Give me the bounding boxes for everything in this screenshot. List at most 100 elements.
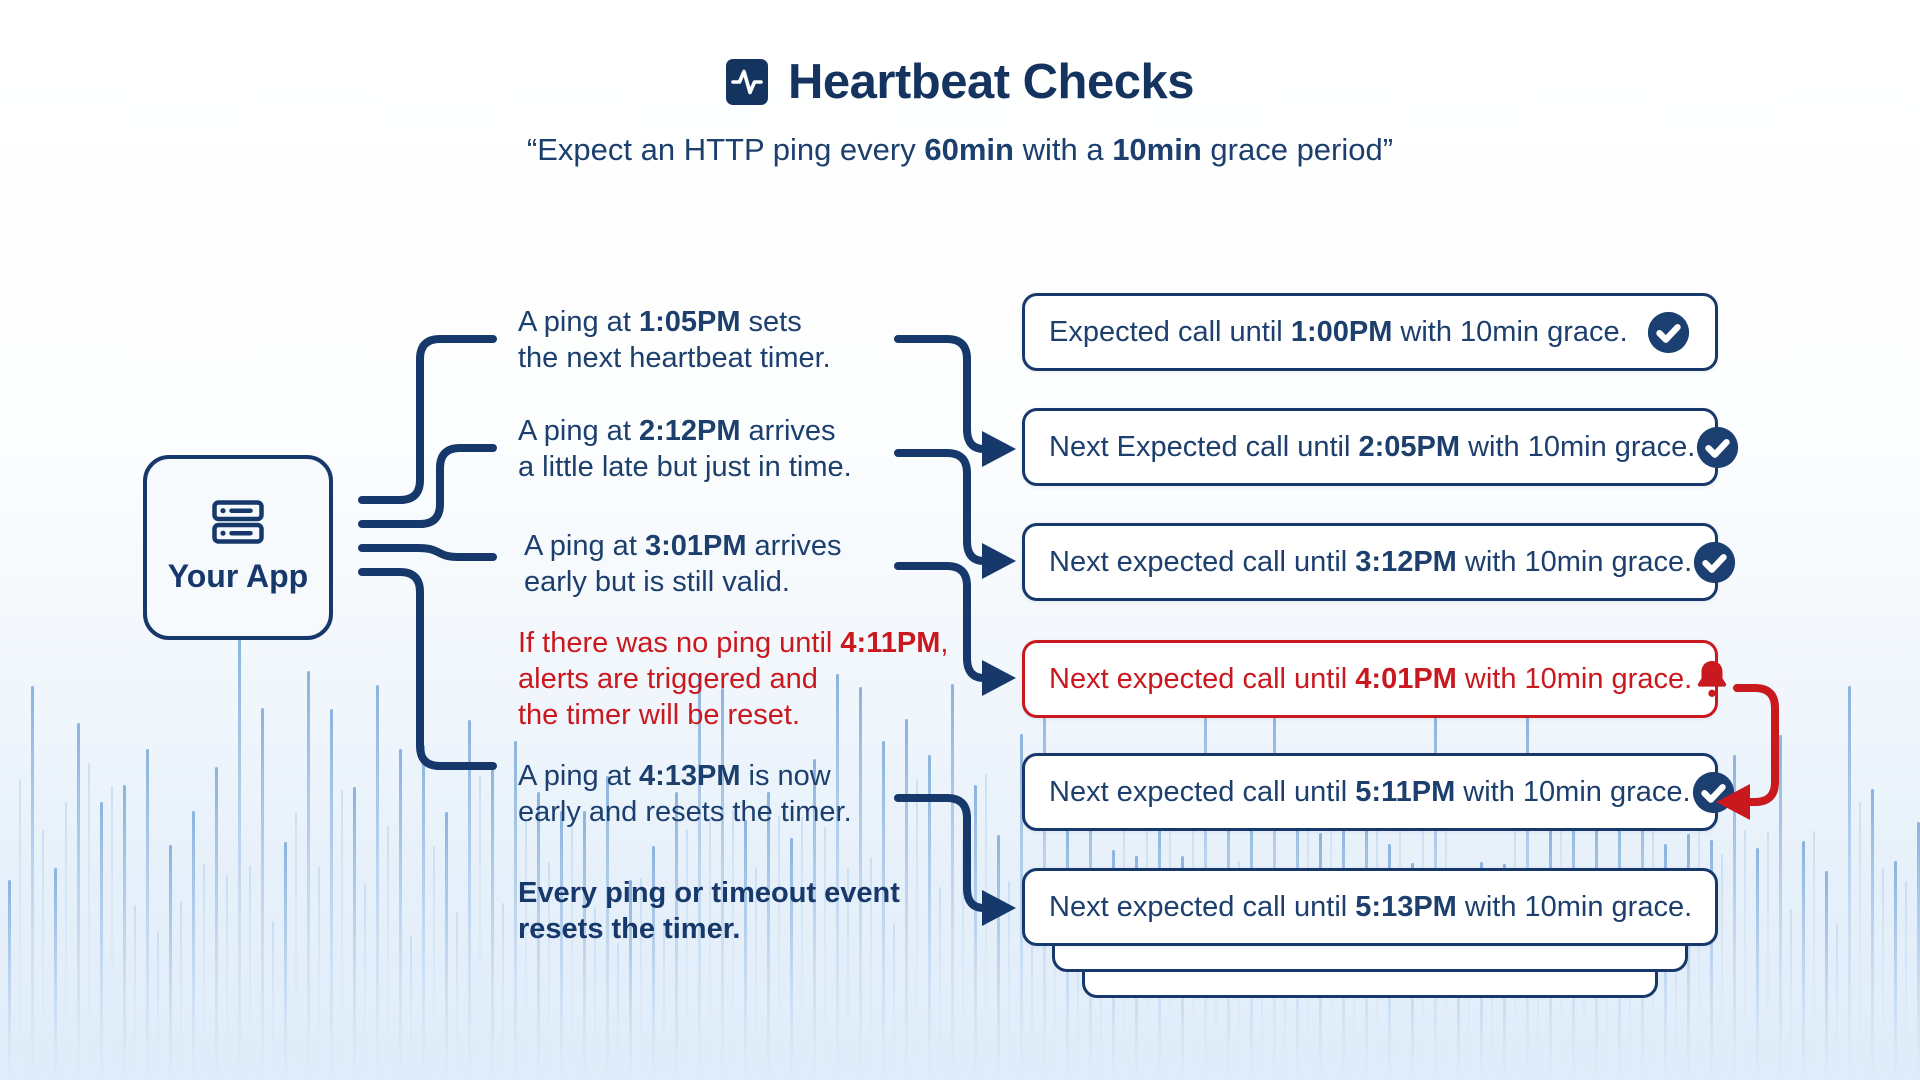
waveform-bar — [31, 686, 34, 1080]
waveform-bar — [652, 846, 655, 1080]
waveform-bar-faint — [1054, 869, 1056, 1080]
waveform-bar — [54, 868, 57, 1080]
waveform-bar-faint — [318, 867, 320, 1080]
expected-call-box-1: Expected call until 1:00PM with 10min gr… — [1022, 293, 1718, 371]
expected-call-box-6: Next expected call until 5:13PM with 10m… — [1022, 868, 1718, 946]
waveform-bar-faint — [479, 776, 481, 1080]
waveform-bar-faint — [617, 943, 619, 1080]
page-title: Heartbeat Checks — [788, 55, 1194, 109]
waveform-bar — [1756, 848, 1759, 1080]
waveform-bar-faint — [433, 846, 435, 1080]
waveform-bar-faint — [1008, 881, 1010, 1080]
waveform-bar-faint — [870, 857, 872, 1080]
your-app-label: Your App — [167, 558, 309, 594]
waveform-bar-faint — [732, 810, 734, 1080]
waveform-bar-faint — [456, 912, 458, 1080]
waveform-bar-faint — [134, 905, 136, 1080]
waveform-bar-faint — [847, 869, 849, 1080]
waveform-bar-faint — [42, 830, 44, 1080]
header: Heartbeat Checks “Expect an HTTP ping ev… — [0, 0, 1920, 168]
waveform-bar — [537, 792, 540, 1080]
waveform-bar — [928, 755, 931, 1080]
expected-call-text-5: Next expected call until 5:11PM with 10m… — [1049, 775, 1691, 808]
waveform-bar-faint — [1790, 909, 1792, 1080]
waveform-bar-faint — [686, 829, 688, 1080]
waveform-bar-faint — [893, 923, 895, 1080]
waveform-bar-faint — [1905, 881, 1907, 1080]
waveform-bar — [8, 880, 11, 1080]
subtitle: “Expect an HTTP ping every 60min with a … — [526, 132, 1394, 167]
waveform-bar-faint — [111, 786, 113, 1080]
waveform-bar-faint — [1261, 933, 1263, 1080]
ping-note-2: A ping at 2:12PM arrives a little late b… — [518, 415, 852, 483]
waveform-bar — [468, 720, 471, 1080]
waveform-bar-faint — [755, 867, 757, 1080]
waveform-bar — [1894, 861, 1897, 1080]
waveform-bar-faint — [663, 919, 665, 1080]
waveform-bar — [514, 741, 517, 1080]
waveform-bar-faint — [1744, 830, 1746, 1080]
waveform-bar-faint — [594, 907, 596, 1080]
waveform-bar — [215, 767, 218, 1080]
check-circle-icon — [1692, 540, 1737, 585]
expected-call-text-2: Next Expected call until 2:05PM with 10m… — [1049, 430, 1696, 463]
waveform-bar — [238, 636, 241, 1080]
waveform-bar-faint — [203, 864, 205, 1080]
waveform-bar-faint — [1882, 868, 1884, 1080]
waveform-bar — [1687, 834, 1690, 1080]
ping-note-3: A ping at 3:01PM arrives early but is st… — [524, 530, 842, 598]
bell-icon — [1692, 657, 1732, 701]
waveform-bar — [1848, 686, 1851, 1080]
waveform-bar — [100, 802, 103, 1080]
waveform-bar — [376, 685, 379, 1080]
waveform-bar — [583, 811, 586, 1080]
waveform-bar-faint — [157, 932, 159, 1080]
waveform-bar-faint — [1629, 924, 1631, 1080]
expected-call-box-2: Next Expected call until 2:05PM with 10m… — [1022, 408, 1739, 486]
waveform-bar — [836, 674, 839, 1080]
waveform-bar-faint — [88, 763, 90, 1080]
waveform-bar-faint — [1077, 921, 1079, 1080]
waveform-bar — [560, 811, 563, 1080]
timeout-alert-note: If there was no ping until 4:11PM, alert… — [518, 627, 949, 731]
waveform-bar — [422, 745, 425, 1080]
waveform-bar-faint — [364, 884, 366, 1080]
expected-call-box-5: Next expected call until 5:11PM with 10m… — [1022, 753, 1734, 831]
waveform-bar-faint — [801, 817, 803, 1080]
waveform-bar-faint — [272, 921, 274, 1080]
waveform-bar — [169, 845, 172, 1080]
waveform-bar-faint — [1537, 932, 1539, 1080]
waveform-bar-faint — [1031, 937, 1033, 1080]
check-circle-icon — [1695, 425, 1740, 470]
waveform-bar — [192, 811, 195, 1080]
waveform-bar — [721, 688, 724, 1080]
waveform-bar-faint — [65, 802, 67, 1080]
waveform-bar — [698, 673, 701, 1080]
waveform-bar — [146, 749, 149, 1080]
waveform-bar — [997, 835, 1000, 1080]
waveform-bar-faint — [410, 935, 412, 1080]
waveform-bar — [1802, 841, 1805, 1080]
waveform-bar — [353, 787, 356, 1080]
waveform-bar — [399, 749, 402, 1080]
waveform-bar-faint — [502, 903, 504, 1080]
waveform-bar — [307, 671, 310, 1080]
waveform-bar-faint — [778, 815, 780, 1080]
expected-call-text-6: Next expected call until 5:13PM with 10m… — [1049, 890, 1693, 923]
waveform-bar — [1917, 822, 1920, 1080]
waveform-bar — [1779, 735, 1782, 1080]
waveform-bar-faint — [249, 865, 251, 1080]
waveform-bar-faint — [916, 779, 918, 1080]
alert-call-box-4: Next expected call until 4:01PM with 10m… — [1022, 640, 1727, 718]
ping-note-1: A ping at 1:05PM sets the next heartbeat… — [518, 306, 831, 374]
waveform-bar — [629, 880, 632, 1080]
waveform-bar-faint — [341, 790, 343, 1080]
waveform-bar-faint — [295, 812, 297, 1080]
waveform-bar — [675, 792, 678, 1080]
ping-note-5: A ping at 4:13PM is now early and resets… — [518, 760, 852, 828]
activity-pulse-icon — [726, 59, 769, 105]
waveform-bar-faint — [548, 862, 550, 1080]
waveform-bar — [445, 812, 448, 1080]
reset-rule-note: Every ping or timeout event resets the t… — [518, 877, 900, 945]
